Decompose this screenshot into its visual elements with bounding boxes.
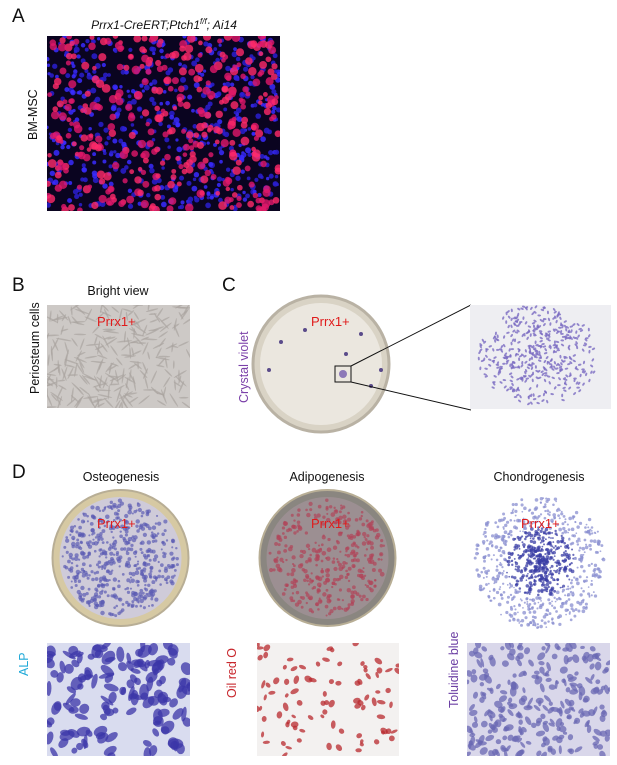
panel-b-header: Bright view	[87, 284, 149, 298]
panel-c-stain-label: Crystal violet	[237, 331, 251, 403]
osteogenesis-dish-image	[48, 488, 193, 628]
oil-red-o-zoom-image	[257, 643, 399, 756]
panel-a-title-main: Prrx1-CreERT;Ptch1	[91, 18, 200, 32]
alp-zoom-image	[47, 643, 190, 756]
panel-a-row-label: BM-MSC	[26, 89, 40, 140]
crystal-violet-dish-image	[251, 290, 471, 440]
adipogenesis-header: Adipogenesis	[289, 470, 365, 484]
osteogenesis-marker: Prrx1+	[97, 516, 136, 531]
panel-c-letter: C	[222, 275, 236, 296]
adipogenesis-dish-image	[254, 488, 401, 628]
toluidine-blue-stain-label: Toluidine blue	[447, 631, 461, 708]
alp-stain-label: ALP	[17, 652, 31, 676]
panel-a-letter: A	[12, 6, 25, 27]
panel-d-letter: D	[12, 462, 26, 483]
panel-a-title-superscript: f/f	[200, 17, 207, 26]
panel-c-marker: Prrx1+	[311, 314, 350, 329]
panel-b-marker: Prrx1+	[97, 314, 136, 329]
bright-view-image	[47, 305, 190, 408]
osteogenesis-header: Osteogenesis	[82, 470, 160, 484]
chondrogenesis-dish-image	[468, 490, 612, 630]
chondrogenesis-marker: Prrx1+	[521, 516, 560, 531]
panel-a-title: Prrx1-CreERT;Ptch1f/f; Ai14	[48, 17, 280, 32]
toluidine-blue-zoom-image	[467, 643, 610, 756]
adipogenesis-marker: Prrx1+	[311, 516, 350, 531]
panel-a-title-tail: ; Ai14	[206, 18, 237, 32]
crystal-violet-colony-zoom-image	[470, 305, 611, 409]
bm-msc-fluorescence-image	[47, 36, 280, 211]
panel-b-letter: B	[12, 275, 25, 296]
oil-red-o-stain-label: Oil red O	[225, 647, 239, 698]
chondrogenesis-header: Chondrogenesis	[493, 470, 585, 484]
panel-b-row-label: Periosteum cells	[28, 302, 42, 394]
